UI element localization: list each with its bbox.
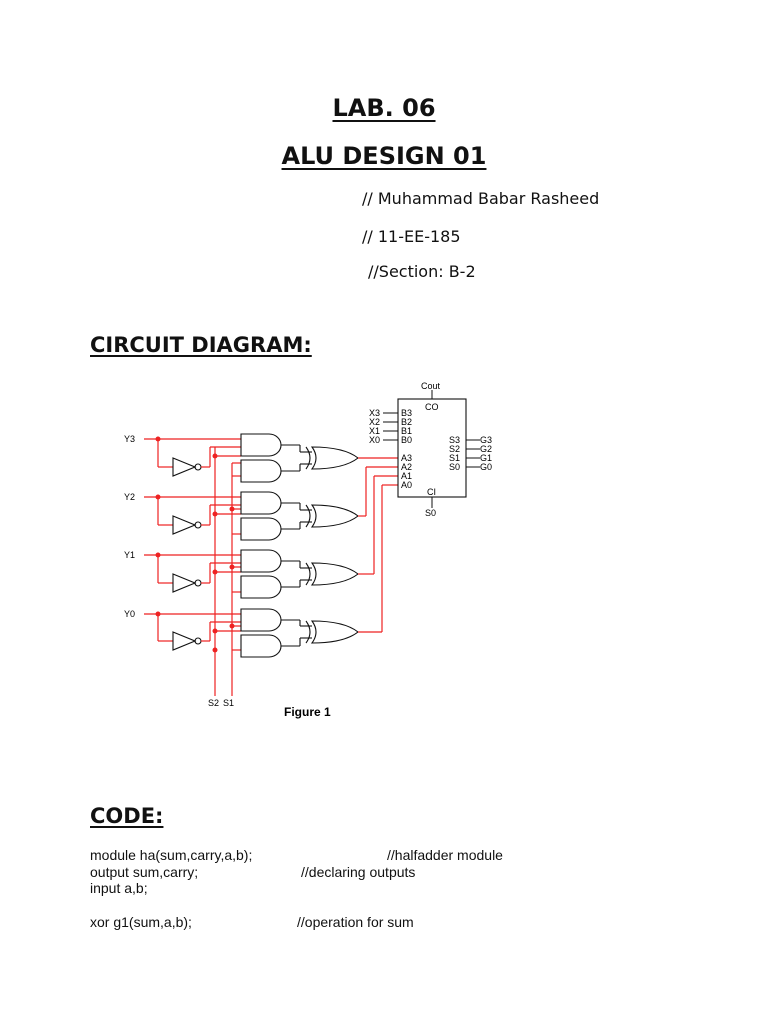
adder-block	[383, 390, 480, 508]
pin-s1: S1	[449, 453, 460, 463]
code-heading: CODE:	[90, 804, 164, 828]
lab-number: LAB. 06	[332, 94, 436, 122]
pin-a3: A3	[401, 453, 412, 463]
ext-x1: X1	[369, 426, 380, 436]
pin-s3: S3	[449, 435, 460, 445]
pin-a2: A2	[401, 462, 412, 472]
pin-b1: B1	[401, 426, 412, 436]
input-label-y3: Y3	[124, 434, 135, 444]
section-line: //Section: B-2	[368, 262, 476, 281]
adder-s0-label: S0	[425, 508, 436, 518]
figure-caption: Figure 1	[284, 705, 331, 719]
input-label-y2: Y2	[124, 492, 135, 502]
code-comment: //halfadder module	[387, 847, 503, 863]
ext-x3: X3	[369, 408, 380, 418]
input-label-y0: Y0	[124, 609, 135, 619]
ext-x2: X2	[369, 417, 380, 427]
pin-s0: S0	[449, 462, 460, 472]
output-g0: G0	[480, 462, 492, 472]
adder-ci-pin: CI	[427, 487, 436, 497]
select-label-s1: S1	[223, 698, 234, 708]
pin-b0: B0	[401, 435, 412, 445]
code-stmt: input a,b;	[90, 880, 148, 896]
code-stmt: xor g1(sum,a,b);	[90, 914, 192, 930]
registration-line: // 11-EE-185	[362, 227, 461, 246]
document-title: ALU DESIGN 01	[281, 142, 487, 170]
output-g1: G1	[480, 453, 492, 463]
code-comment: //operation for sum	[297, 914, 414, 930]
pin-s2: S2	[449, 444, 460, 454]
stage-y3	[144, 433, 398, 483]
adder-cout-label: Cout	[421, 381, 441, 391]
pin-a0: A0	[401, 480, 412, 490]
adder-co-pin: CO	[425, 402, 439, 412]
stage-y2	[144, 466, 398, 541]
ext-x0: X0	[369, 435, 380, 445]
input-label-y1: Y1	[124, 550, 135, 560]
author-line: // Muhammad Babar Rasheed	[362, 189, 600, 208]
circuit-diagram-heading: CIRCUIT DIAGRAM:	[90, 333, 312, 357]
pin-a1: A1	[401, 471, 412, 481]
pin-b3: B3	[401, 408, 412, 418]
code-comment: //declaring outputs	[301, 864, 416, 880]
select-label-s2: S2	[208, 698, 219, 708]
pin-b2: B2	[401, 417, 412, 427]
code-stmt: output sum,carry;	[90, 864, 199, 880]
code-stmt: module ha(sum,carry,a,b);	[90, 847, 253, 863]
stage-y1	[144, 475, 398, 599]
stage-y0	[144, 484, 398, 658]
output-g3: G3	[480, 435, 492, 445]
output-g2: G2	[480, 444, 492, 454]
